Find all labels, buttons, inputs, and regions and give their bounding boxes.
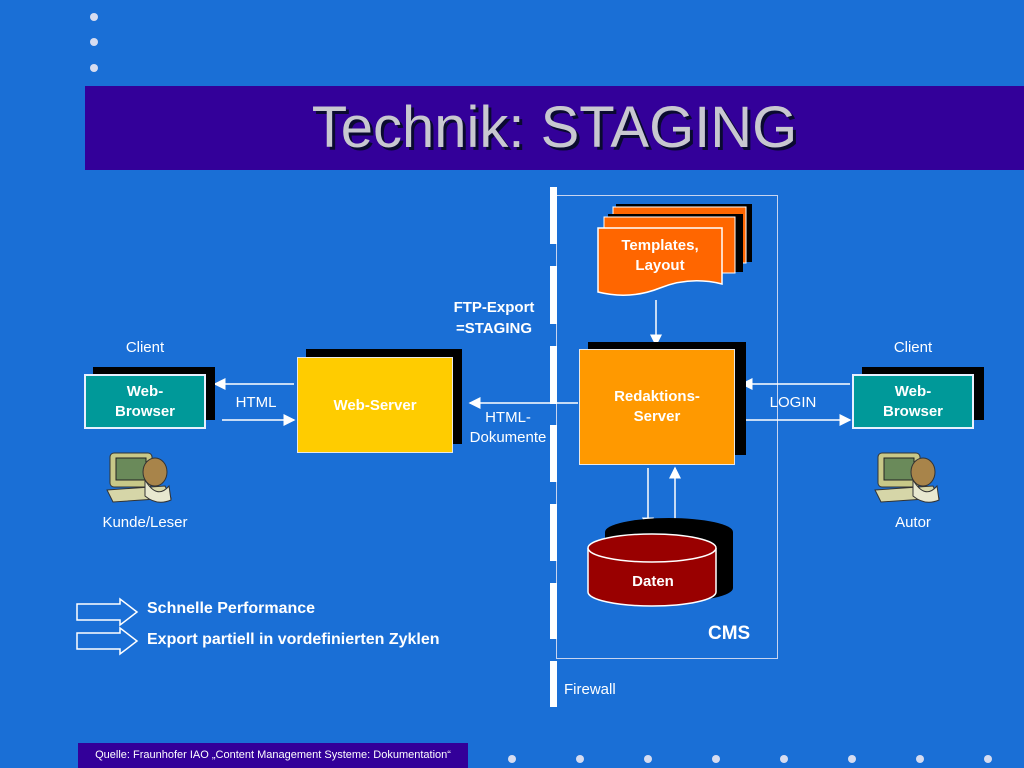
- computer-user-icon-right: [874, 452, 940, 503]
- source-text: Quelle: Fraunhofer IAO „Content Manageme…: [95, 749, 451, 761]
- login-label: LOGIN: [769, 394, 817, 411]
- daten-label: Daten: [632, 573, 674, 590]
- client-left-label: Client: [125, 339, 165, 356]
- autor-label: Autor: [895, 514, 931, 531]
- arrow-right-icon-1: [76, 597, 139, 627]
- cms-label: CMS: [708, 623, 751, 644]
- html-label: HTML: [235, 394, 277, 411]
- arrow-right-icon-2: [76, 626, 139, 656]
- kunde-label: Kunde/Leser: [102, 514, 188, 531]
- computer-user-icon-left: [106, 452, 172, 503]
- web-browser-right: Web- Browser: [852, 374, 974, 429]
- ftp-export-label: FTP-Export =STAGING: [453, 299, 535, 337]
- templates-document-icon: [597, 204, 752, 296]
- decor-dot: [90, 38, 98, 46]
- firewall-label: Firewall: [564, 681, 616, 698]
- title-bar: [85, 86, 1024, 170]
- web-browser-left: Web- Browser: [84, 374, 206, 429]
- client-right-label: Client: [893, 339, 933, 356]
- templates-label: Templates, Layout: [621, 237, 699, 274]
- bullet-export: Export partiell in vordefinierten Zyklen: [147, 631, 440, 648]
- decor-dot: [90, 64, 98, 72]
- daten-database-icon: [587, 518, 733, 607]
- bullet-performance: Schnelle Performance: [147, 600, 316, 617]
- decor-dot: [90, 13, 98, 21]
- redaktions-server-box: Redaktions- Server: [579, 349, 735, 465]
- source-bar: [78, 743, 468, 768]
- web-server-box: Web-Server: [297, 357, 453, 453]
- html-dokumente-label: HTML- Dokumente: [469, 409, 547, 446]
- page-title: Technik: STAGING: [311, 95, 798, 160]
